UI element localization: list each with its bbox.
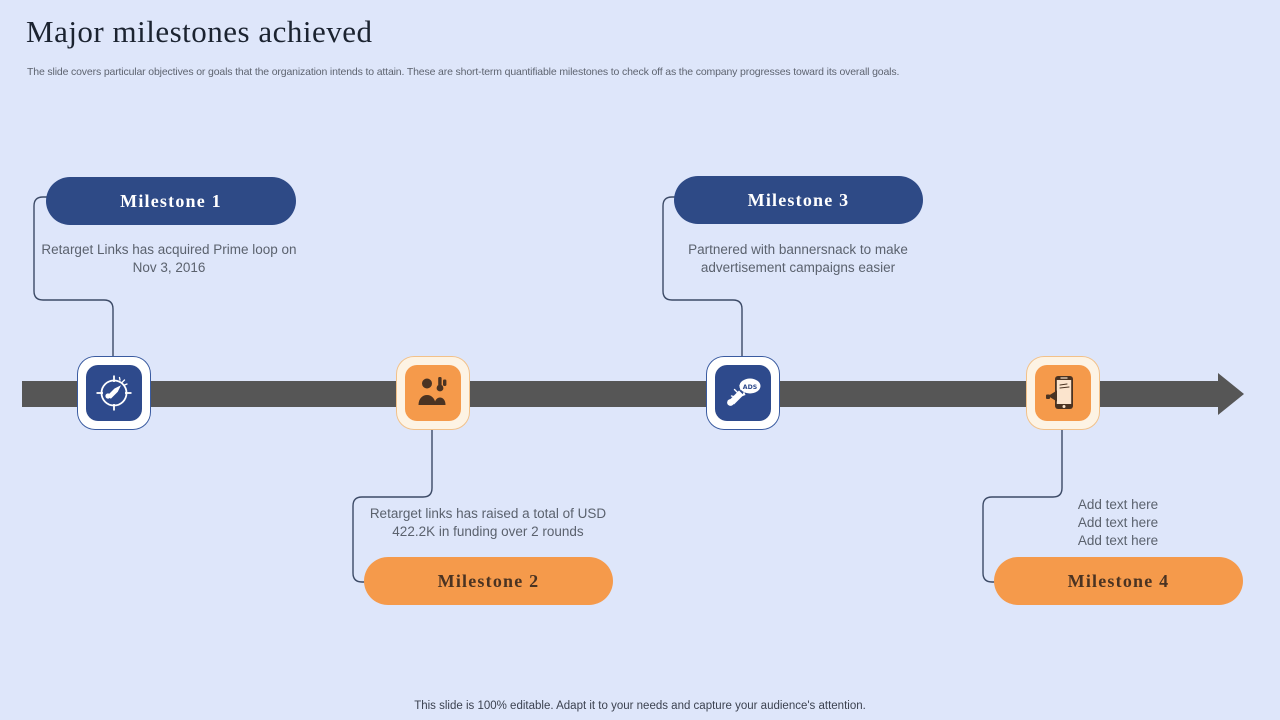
ads-megaphone-icon: ADS [715,365,771,421]
footer-note: This slide is 100% editable. Adapt it to… [414,700,866,712]
timeline-node-milestone-4[interactable] [1027,357,1099,429]
timeline-node-milestone-3[interactable]: ADS [707,357,779,429]
milestone-3-label: Milestone 3 [747,189,850,210]
timeline-node-milestone-2[interactable] [397,357,469,429]
page-title: Major milestones achieved [26,14,373,49]
investor-funding-icon [405,365,461,421]
timeline-arrow-icon [1218,373,1244,415]
timeline-bar [22,381,1220,407]
mobile-ads-icon [1035,365,1091,421]
page-subtitle: The slide covers particular objectives o… [27,66,900,78]
milestone-4-label: Milestone 4 [1067,570,1170,591]
milestone-1-label: Milestone 1 [120,190,222,211]
timeline-axis [22,373,1244,415]
target-megaphone-icon [86,365,142,421]
svg-text:ADS: ADS [743,384,757,391]
timeline-node-milestone-1[interactable] [78,357,150,429]
milestone-4-pill[interactable]: Milestone 4 [994,557,1243,605]
milestone-2-pill[interactable]: Milestone 2 [364,557,613,605]
milestone-3-description: Partnered with bannersnack to make adver… [688,242,908,275]
milestone-1-pill[interactable]: Milestone 1 [46,177,296,225]
milestone-4-description: Add text here Add text here Add text her… [1077,497,1159,548]
milestone-2-label: Milestone 2 [437,570,540,591]
milestone-3-pill[interactable]: Milestone 3 [674,176,923,224]
milestone-1-description: Retarget Links has acquired Prime loop o… [41,242,297,275]
milestone-2-description: Retarget links has raised a total of USD… [369,506,607,539]
